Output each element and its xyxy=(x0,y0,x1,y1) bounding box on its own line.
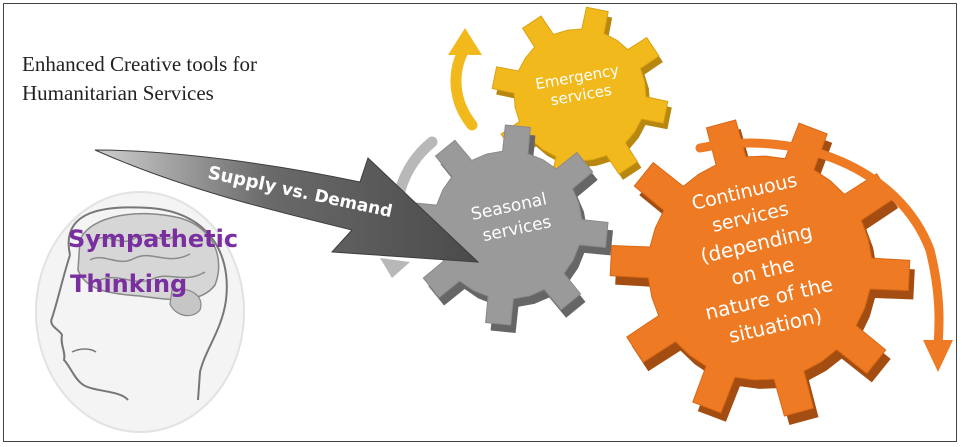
title-line-1: Enhanced Creative tools for xyxy=(22,52,257,76)
brain-folds xyxy=(89,234,206,283)
face-eye xyxy=(71,348,97,353)
supply-demand-arrow: Supply vs. Demand xyxy=(94,149,480,263)
title-line-2: Humanitarian Services xyxy=(22,81,214,105)
cerebellum xyxy=(169,288,202,317)
diagram-title: Enhanced Creative tools for Humanitarian… xyxy=(22,50,340,108)
continuous-gear: Continuous services (depending on the na… xyxy=(609,119,915,425)
seasonal-gear: Seasonal services xyxy=(407,124,613,333)
emergency-gear: Emergency services xyxy=(491,6,672,189)
head-outline xyxy=(50,206,228,401)
continuous-rotation-arrow xyxy=(695,138,953,372)
head-label-line-1: Sympathetic xyxy=(68,225,238,253)
head-illustration: Sympathetic Thinking xyxy=(35,191,245,433)
emergency-rotation-arrow xyxy=(448,28,482,131)
head-label-line-2: Thinking xyxy=(70,270,187,298)
